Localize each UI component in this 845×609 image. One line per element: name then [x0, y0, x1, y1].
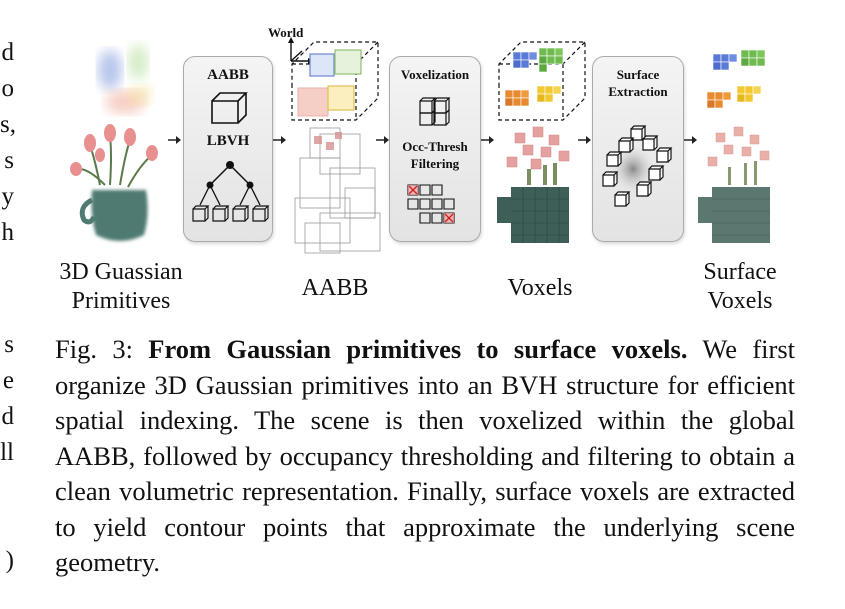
fragment: s — [4, 147, 14, 174]
caption-prefix: Fig. 3: — [55, 334, 133, 364]
bvh-tree-icon — [192, 161, 270, 222]
fragment: d — [1, 403, 15, 430]
label-surface-voxels: Surface Voxels — [690, 258, 790, 316]
surface-extraction-icon — [602, 125, 673, 207]
fragment: h — [1, 219, 15, 246]
voxel-cubes-icon — [419, 97, 451, 126]
surface-vase-image — [698, 126, 770, 243]
voxel-grid-image — [498, 41, 586, 121]
arrow-2 — [273, 136, 286, 144]
voxelized-vase-image — [497, 126, 570, 243]
world-axes-icon — [288, 37, 314, 64]
arrow-1 — [168, 136, 181, 144]
fragment: d — [1, 39, 15, 66]
arrow-5 — [578, 136, 591, 144]
aabb-lbvh-box: AABB LBVH — [183, 56, 273, 242]
fragment: ) — [5, 547, 14, 574]
figure-caption: Fig. 3: From Gaussian primitives to surf… — [55, 332, 795, 581]
vase-image — [70, 124, 158, 241]
fragment: o — [1, 75, 15, 102]
label-line-2: Voxels — [707, 288, 773, 314]
fragment: y — [1, 183, 15, 210]
box-label-aabb: AABB — [207, 67, 249, 83]
caption-title: From Gaussian primitives to surface voxe… — [148, 334, 688, 364]
box-label-surface: Surface — [616, 67, 660, 82]
arrow-6 — [684, 136, 697, 144]
world-label: World — [268, 25, 304, 40]
arrow-3 — [376, 136, 389, 144]
filtered-voxels-icon — [407, 184, 455, 224]
fragment: s, — [0, 111, 16, 138]
gaussian-blobs-image — [98, 44, 152, 114]
surface-voxels-image — [706, 49, 766, 109]
label-aabb: AABB — [301, 275, 369, 301]
label-line-1: 3D Guassian — [59, 259, 183, 285]
fragment: s — [4, 331, 14, 358]
arrow-4 — [481, 136, 494, 144]
voxelization-box: Voxelization Occ-Thresh Filtering — [389, 56, 481, 242]
label-line-2: Primitives — [71, 288, 171, 314]
label-line-1: Surface — [703, 259, 777, 285]
box-label-extraction: Extraction — [608, 84, 668, 99]
aabb-wireframe-image — [294, 127, 381, 254]
box-label-lbvh: LBVH — [206, 133, 250, 149]
label-3d-gaussian-primitives: 3D Guassian Primitives — [50, 258, 192, 316]
aabb-boxes-image — [291, 41, 379, 121]
box-label-filtering: Filtering — [410, 156, 460, 171]
caption-text: We first organize 3D Gaussian primitives… — [55, 334, 796, 577]
cube-icon — [211, 92, 248, 124]
fragment: e — [2, 367, 14, 394]
box-label-occ-thresh: Occ-Thresh — [402, 139, 468, 154]
label-voxels: Voxels — [507, 275, 573, 301]
fragment: ll — [0, 439, 14, 466]
box-label-voxelization: Voxelization — [400, 67, 470, 82]
surface-extraction-box: Surface Extraction — [592, 56, 684, 242]
